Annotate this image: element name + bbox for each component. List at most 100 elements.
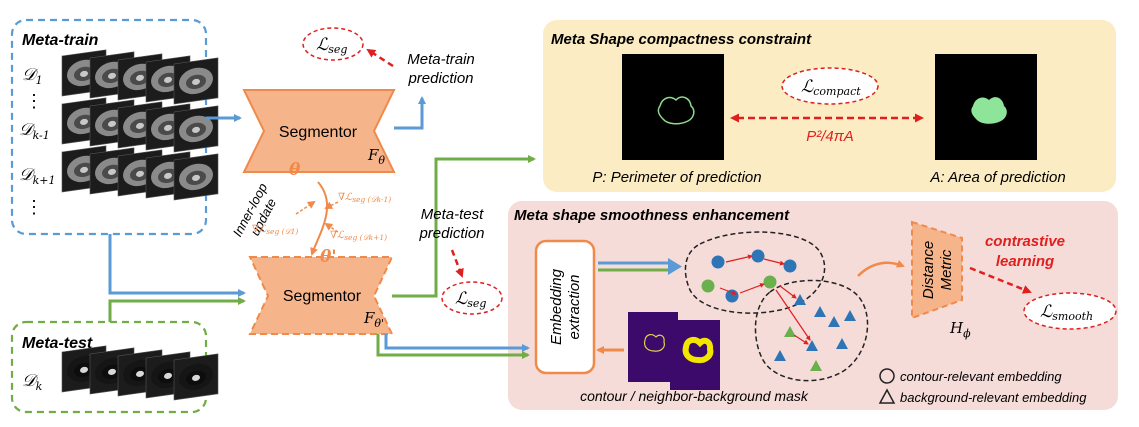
background-embedding-point xyxy=(810,360,822,371)
meta-train-title: Meta-train xyxy=(22,32,99,49)
train-stack-2-slice xyxy=(173,105,219,153)
arrow-segmentor2-to-embedding-blue xyxy=(384,334,530,352)
segmentor-top-shape xyxy=(242,89,396,173)
perimeter-image xyxy=(622,54,724,160)
segmentor-top-label: Segmentor xyxy=(279,124,358,141)
loss-compact-label: ℒcompact xyxy=(801,77,861,98)
grad-label-1: ∇ℒseg (𝒟1) xyxy=(252,224,298,236)
mask-background-shape xyxy=(682,336,714,364)
arrow-train-pred-to-loss xyxy=(366,48,394,68)
dataset-label-1: 𝒟1 xyxy=(22,65,43,87)
mask-image-contour xyxy=(628,312,678,382)
background-embedding-point xyxy=(828,316,840,327)
grad-label-2: ∇ℒseg (𝒟k-1) xyxy=(338,192,391,204)
mri-image-stacks xyxy=(61,49,219,201)
dataset-dots-2: ⋮ xyxy=(25,197,43,217)
arrow-embedding-to-clusters-head xyxy=(668,258,682,275)
dataset-label-k-minus-1: 𝒟k-1 xyxy=(19,120,50,142)
inner-loop-arc xyxy=(310,181,329,256)
loss-seg-bottom-ellipse xyxy=(441,281,503,315)
arrow-distance-to-smooth-loss xyxy=(969,266,1032,294)
contour-embedding-point xyxy=(783,259,797,273)
distance-metric-label: DistanceMetric xyxy=(920,241,955,299)
contour-embedding-point xyxy=(701,279,715,293)
legend-triangle-label: background-relevant embedding xyxy=(900,390,1087,405)
segmentor-bottom-shape xyxy=(248,256,394,335)
background-embedding-point xyxy=(784,326,796,337)
area-caption: A: Area of prediction xyxy=(929,169,1065,186)
area-region xyxy=(971,97,1007,124)
embedding-distance-link xyxy=(779,285,797,299)
legend-circle-icon xyxy=(879,368,895,384)
embedding-points xyxy=(701,249,856,371)
loss-compact-ellipse xyxy=(781,67,879,105)
arrow-train-to-segmentor2 xyxy=(108,234,246,297)
grad-arrow-3 xyxy=(324,222,339,233)
embedding-distance-link xyxy=(719,287,737,295)
compactness-title: Meta Shape compactness constraint xyxy=(551,31,812,48)
meta-test-dataset-label: 𝒟k xyxy=(22,371,43,393)
loss-smooth-label: ℒsmooth xyxy=(1040,302,1093,323)
arrow-segmentor2-to-compactness xyxy=(392,155,536,298)
cluster-background xyxy=(754,279,869,382)
arrow-segmentor2-to-embedding-green xyxy=(376,334,530,359)
grad-label-3: ∇ℒseg (𝒟k+1) xyxy=(330,230,387,242)
embedding-box xyxy=(534,239,596,375)
embedding-distance-link xyxy=(739,283,765,294)
mri-test-stack xyxy=(61,345,219,401)
background-embedding-point xyxy=(774,350,786,361)
contour-embedding-point xyxy=(763,275,777,289)
background-embedding-point xyxy=(794,294,806,305)
arrow-test-pred-to-loss xyxy=(450,249,464,278)
background-embedding-point xyxy=(806,340,818,351)
loss-seg-top-ellipse xyxy=(302,27,364,61)
mask-caption: contour / neighbor-background mask xyxy=(580,388,809,404)
segmentor-bottom-label: Segmentor xyxy=(283,288,362,305)
contour-embedding-point xyxy=(711,255,725,269)
compactness-formula: P²/4πA xyxy=(806,128,854,145)
test-stack-slice xyxy=(89,347,135,395)
perimeter-contour xyxy=(657,96,695,125)
embedding-distance-link xyxy=(763,258,785,266)
segmentor-bottom-param: Fθ' xyxy=(363,309,384,330)
embedding-label: Embeddingextraction xyxy=(548,268,583,345)
train-stack-3-slice xyxy=(173,153,219,201)
embedding-distance-link xyxy=(725,254,753,263)
test-stack-slice xyxy=(173,353,219,401)
background-embedding-point xyxy=(844,310,856,321)
perimeter-caption: P: Perimeter of prediction xyxy=(592,169,761,186)
theta-prime-label: θ' xyxy=(320,247,337,267)
embedding-distance-link xyxy=(793,334,809,345)
legend-circle-label: contour-relevant embedding xyxy=(900,369,1062,384)
grad-arrow-2 xyxy=(324,201,339,209)
contour-embedding-point xyxy=(725,289,739,303)
loss-smooth-ellipse xyxy=(1023,292,1117,330)
arrow-clusters-to-distance xyxy=(857,260,905,277)
background-embedding-point xyxy=(814,306,826,317)
background-embedding-point xyxy=(836,338,848,349)
h-phi-label: Hϕ xyxy=(949,319,971,340)
loss-seg-top-label: ℒseg xyxy=(316,35,347,56)
smoothness-title: Meta shape smoothness enhancement xyxy=(514,207,790,224)
theta-label: θ xyxy=(289,160,301,180)
embedding-distance-link xyxy=(775,289,811,341)
contour-embedding-point xyxy=(751,249,765,263)
distance-metric-shape xyxy=(911,220,963,320)
loss-seg-bottom-label: ℒseg xyxy=(455,289,486,310)
cluster-contour xyxy=(684,231,826,314)
segmentor-top-param: Fθ xyxy=(367,146,385,167)
arrow-segmentor-to-train-pred xyxy=(394,96,426,130)
train-stack-1-slice xyxy=(173,57,219,105)
dataset-label-k-plus-1: 𝒟k+1 xyxy=(19,165,55,187)
dataset-dots-1: ⋮ xyxy=(25,91,43,111)
legend-triangle-icon xyxy=(878,388,896,404)
inner-loop-label: Inner-loopupdate xyxy=(230,181,284,247)
grad-arrow-1 xyxy=(295,200,316,215)
mask-contour-shape xyxy=(643,334,665,352)
meta-test-title: Meta-test xyxy=(22,335,93,352)
arrow-test-to-segmentor2 xyxy=(108,297,246,322)
